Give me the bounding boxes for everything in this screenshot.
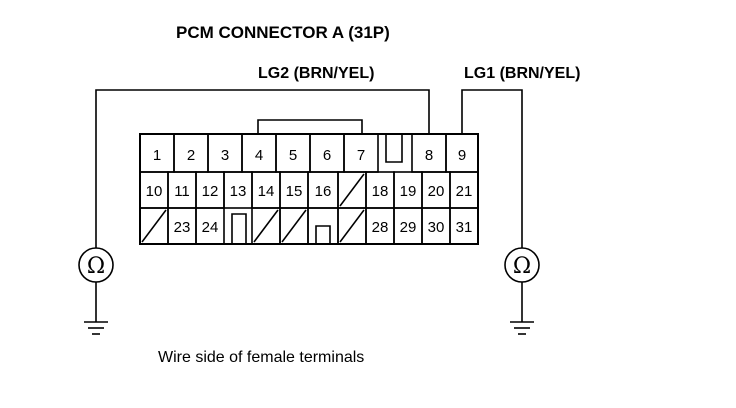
blank-slash	[253, 209, 279, 243]
pin-label: 7	[357, 147, 365, 164]
pin-label: 21	[456, 183, 473, 200]
ohm-symbol: Ω	[87, 254, 105, 279]
blank-slash	[281, 209, 307, 243]
pin-label: 16	[315, 183, 332, 200]
wire-label-lg2: LG2 (BRN/YEL)	[258, 65, 374, 82]
pin-label: 19	[400, 183, 417, 200]
pin-row-1: 1 2 3 4 5 6 7 8 9	[139, 133, 479, 173]
pin-label: 15	[286, 183, 303, 200]
ohmmeter-right: Ω	[504, 247, 540, 335]
blank-slash	[339, 173, 365, 207]
connector-lock-tab	[257, 119, 363, 134]
pin-label: 31	[456, 219, 473, 236]
pin-label: 14	[258, 183, 275, 200]
ohmmeter-left: Ω	[78, 247, 114, 335]
pin-label: 13	[230, 183, 247, 200]
pin-label: 18	[372, 183, 389, 200]
probe-wire-right	[461, 89, 523, 248]
key-notch	[315, 225, 331, 244]
diagram-title: PCM CONNECTOR A (31P)	[176, 23, 390, 42]
pin-row-3: 23 24 28 29 30 31	[139, 207, 479, 245]
pin-label: 2	[187, 147, 195, 164]
pin-label: 12	[202, 183, 219, 200]
pin-label: 5	[289, 147, 297, 164]
pin-label: 28	[372, 219, 389, 236]
pin-label: 1	[153, 147, 161, 164]
wire-label-lg1: LG1 (BRN/YEL)	[464, 65, 580, 82]
pin-label: 6	[323, 147, 331, 164]
pin-label: 24	[202, 219, 219, 236]
pin-label: 3	[221, 147, 229, 164]
blank-slash	[339, 209, 365, 243]
blank-slash	[141, 209, 167, 243]
pin-cell	[195, 207, 225, 245]
probe-wire-left	[95, 89, 430, 248]
pin-label: 10	[146, 183, 163, 200]
key-notch	[385, 134, 403, 163]
ohm-symbol: Ω	[513, 254, 531, 279]
pin-label: 20	[428, 183, 445, 200]
pin-label: 4	[255, 147, 263, 164]
pin-label: 11	[174, 183, 190, 200]
pin-label: 30	[428, 219, 445, 236]
pin-label: 9	[458, 147, 466, 164]
pin-label: 29	[400, 219, 417, 236]
pin-label: 23	[174, 219, 191, 236]
pin-row-2: 10 11 12 13 14 15 16 18 19 20 21	[139, 171, 479, 209]
pin-label: 8	[425, 147, 433, 164]
key-notch	[231, 213, 247, 244]
pin-cell	[449, 207, 479, 245]
diagram-caption: Wire side of female terminals	[158, 349, 364, 366]
